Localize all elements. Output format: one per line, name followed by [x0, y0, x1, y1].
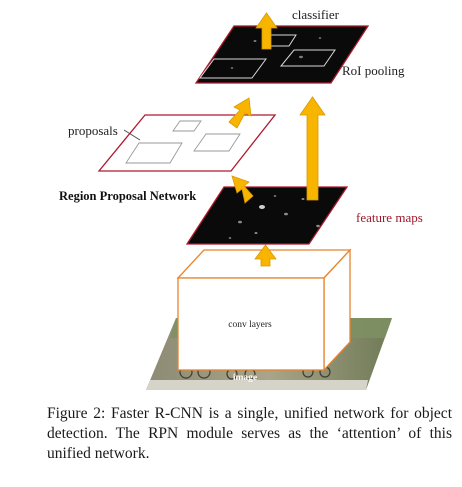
roi-box-left	[199, 58, 267, 79]
proposals-label: proposals	[68, 123, 118, 138]
roi-activations	[230, 37, 322, 69]
feature-to-proposals-arrow	[231, 175, 254, 204]
image-label: image	[233, 373, 257, 383]
image-road-strip	[146, 380, 368, 390]
roi-pooling-label: RoI pooling	[342, 63, 405, 78]
proposal-box-right	[193, 133, 241, 152]
feature-to-roi-arrow	[299, 96, 326, 201]
rpn-label: Region Proposal Network	[59, 189, 196, 203]
conv-layers-label: conv layers	[228, 320, 272, 330]
classifier-label: classifier	[292, 7, 340, 22]
proposal-box-left	[125, 142, 183, 164]
faster-rcnn-diagram: image conv layers feature maps Region Pr…	[59, 7, 423, 390]
roi-box-right	[279, 49, 336, 67]
roi-feature-map-surface	[194, 25, 370, 84]
feature-map-surface	[185, 186, 349, 245]
proposals-to-roi-arrow	[228, 97, 252, 129]
feature-maps-label: feature maps	[356, 210, 423, 225]
conv-box-front-face	[177, 277, 325, 371]
proposal-box-small	[172, 120, 202, 132]
proposals-surface	[97, 114, 277, 172]
roi-to-classifier-arrow	[255, 12, 278, 50]
conv-to-feature-arrow	[254, 244, 277, 267]
feature-map-activations	[228, 195, 320, 239]
figure-caption: Figure 2: Faster R-CNN is a single, unif…	[47, 405, 452, 462]
conv-layers-box: conv layers	[176, 248, 352, 372]
proposals-plane: proposals	[68, 114, 277, 172]
proposals-pointer-line	[123, 129, 141, 141]
feature-maps-plane: feature maps	[185, 186, 423, 245]
roi-pooling-plane: RoI pooling	[194, 25, 405, 84]
